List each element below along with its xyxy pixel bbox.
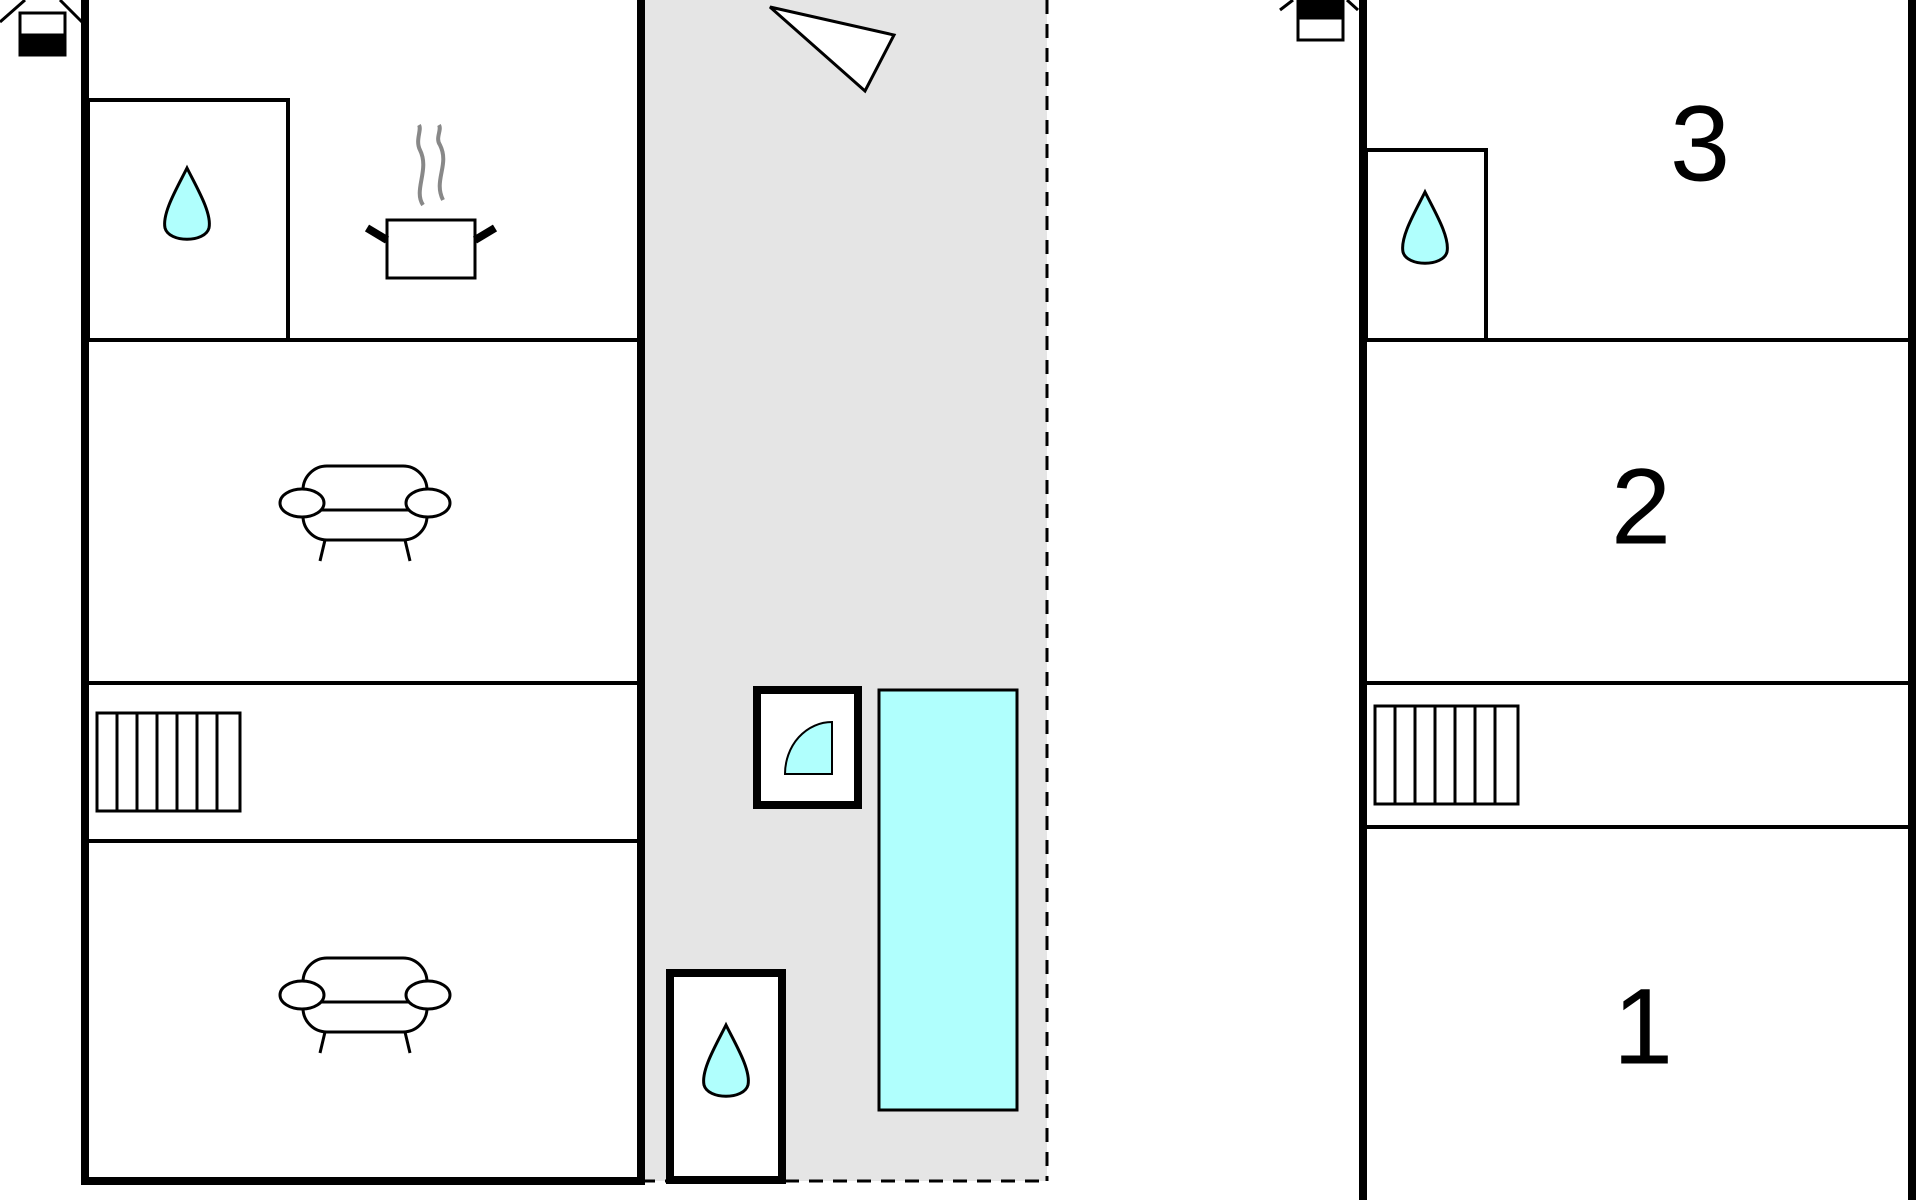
room-number-2: 2 bbox=[1611, 446, 1671, 567]
ground-floor bbox=[0, 0, 1049, 1185]
outdoor-bathroom bbox=[666, 969, 786, 1184]
upper-floor-walls bbox=[1359, 0, 1916, 1200]
cooking-pot-icon bbox=[364, 123, 498, 280]
room-number-1: 1 bbox=[1613, 966, 1673, 1087]
shower-icon bbox=[753, 686, 862, 809]
sofa-icon bbox=[278, 956, 452, 1055]
home-icon bbox=[1279, 0, 1360, 42]
upper-floor: 3 2 1 bbox=[1279, 0, 1916, 1200]
home-icon bbox=[0, 0, 84, 57]
stairs-icon bbox=[1373, 704, 1520, 806]
stairs-icon bbox=[95, 711, 242, 813]
ground-floor-walls bbox=[81, 0, 645, 1185]
water-drop-icon bbox=[1401, 190, 1449, 265]
pool-icon bbox=[877, 688, 1019, 1112]
room-number-3: 3 bbox=[1670, 83, 1730, 204]
north-arrow-icon bbox=[769, 5, 897, 94]
sofa-icon bbox=[278, 464, 452, 563]
water-drop-icon bbox=[163, 166, 211, 241]
